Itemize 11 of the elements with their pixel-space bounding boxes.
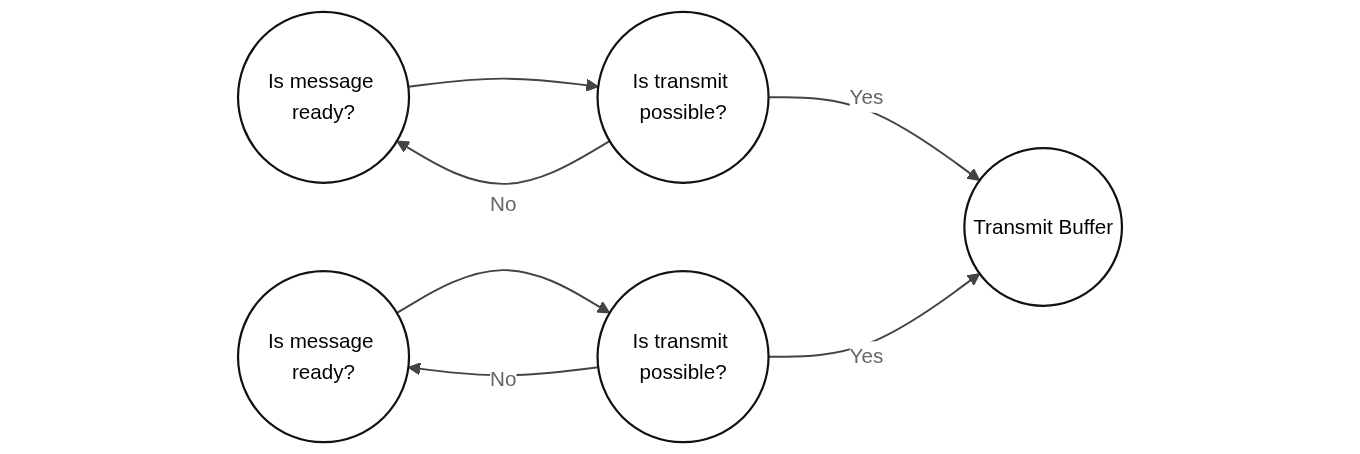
node-circle: Is message ready? bbox=[236, 270, 411, 444]
arrow bbox=[396, 269, 611, 314]
node-circle: Transmit Buffer bbox=[963, 147, 1124, 307]
node-circle: Is message ready? bbox=[236, 10, 411, 184]
node-circle: Is transmit possible? bbox=[596, 10, 770, 184]
edge-label: Yes bbox=[849, 84, 884, 109]
arrow bbox=[396, 140, 611, 185]
node-circle: Is transmit possible? bbox=[596, 270, 770, 444]
edge-label: No bbox=[490, 366, 517, 391]
edge-label: Yes bbox=[849, 344, 884, 368]
edge-label: No bbox=[490, 191, 517, 216]
